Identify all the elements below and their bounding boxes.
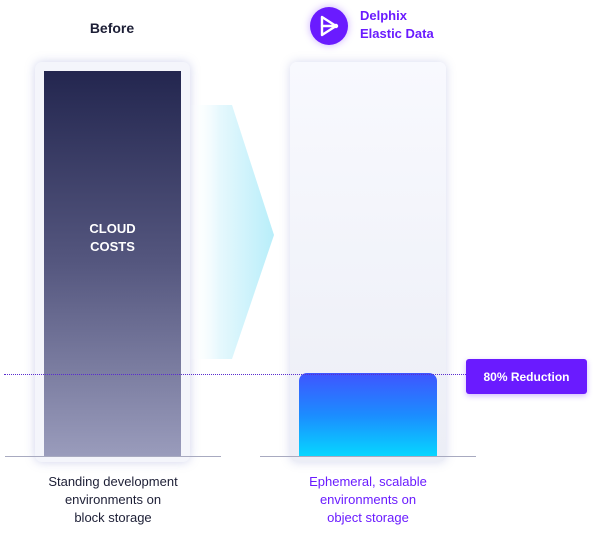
- cloud-costs-label-line-1: CLOUD: [89, 221, 136, 236]
- reduction-badge: 80% Reduction: [466, 359, 587, 394]
- after-caption: Ephemeral, scalable environments on obje…: [260, 473, 476, 527]
- reduced-cost-bar: [299, 373, 437, 457]
- brand-line-1: Delphix: [360, 8, 407, 23]
- after-caption-line-1: Ephemeral, scalable: [309, 474, 427, 489]
- cloud-costs-label: CLOUD COSTS: [44, 220, 181, 256]
- before-title: Before: [89, 20, 135, 36]
- baseline-right: [260, 456, 476, 457]
- before-caption: Standing development environments on blo…: [5, 473, 221, 527]
- before-caption-line-2: environments on: [64, 492, 162, 507]
- transition-arrow-icon: [190, 105, 274, 359]
- before-caption-line-1: Standing development: [48, 474, 178, 489]
- delphix-logo-icon: [310, 7, 348, 45]
- after-caption-line-2: environments on: [319, 492, 417, 507]
- reduction-guide-line: [4, 374, 466, 375]
- cloud-costs-bar: [44, 71, 181, 457]
- after-caption-line-3: object storage: [327, 510, 409, 525]
- before-caption-line-3: block storage: [74, 510, 152, 525]
- brand-line-2: Elastic Data: [360, 26, 434, 41]
- baseline-left: [5, 456, 221, 457]
- brand-name: Delphix Elastic Data: [360, 7, 500, 43]
- cloud-costs-label-line-2: COSTS: [90, 239, 135, 254]
